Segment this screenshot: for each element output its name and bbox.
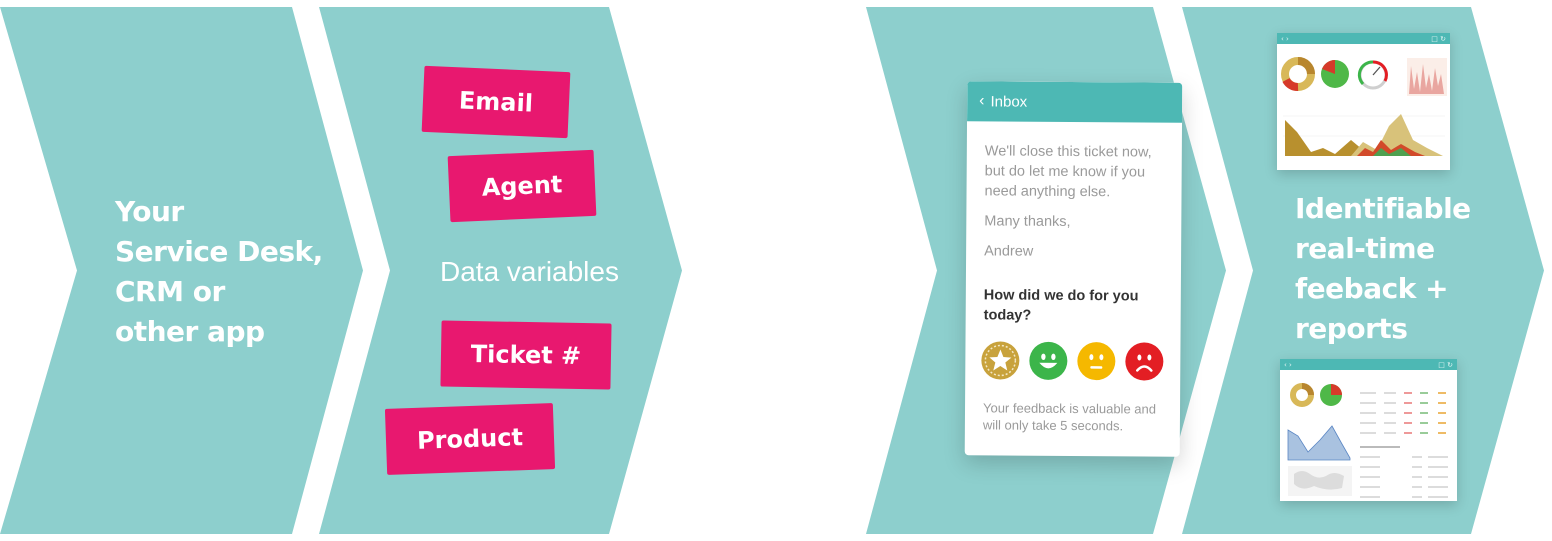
star-rating-icon[interactable] — [981, 341, 1020, 380]
step-4-line: reports — [1295, 312, 1408, 345]
rating-row — [981, 341, 1166, 381]
email-survey-card: ‹ Inbox We'll close this ticket now, but… — [964, 81, 1183, 457]
tag-product: Product — [384, 403, 556, 475]
dashboard-reports-graphic — [1287, 383, 1448, 498]
neutral-face-icon[interactable] — [1077, 342, 1116, 381]
inbox-header: ‹ Inbox — [967, 81, 1183, 123]
happy-face-icon[interactable] — [1029, 341, 1068, 380]
data-variables-label: Data variables — [440, 256, 619, 287]
step-1-line: Service Desk, — [115, 235, 323, 268]
back-chevron-icon[interactable]: ‹ — [979, 92, 985, 110]
email-signature: Andrew — [984, 243, 1034, 260]
dashboard-thumbnail-top: ‹ ›□ ↻ — [1277, 33, 1450, 170]
tag-ticket: Ticket # — [440, 320, 612, 390]
step-4-line: feeback + — [1295, 272, 1449, 305]
step-1-line: CRM or — [115, 275, 225, 308]
step-1-text: Your Service Desk, CRM or other app — [115, 192, 323, 352]
step-1-line: Your — [115, 195, 184, 228]
inbox-title: Inbox — [990, 92, 1028, 111]
step-4-line: Identifiable — [1295, 192, 1471, 225]
step-4-text: Identifiable real-time feeback + reports — [1295, 189, 1471, 349]
email-body: We'll close this ticket now, but do let … — [965, 121, 1182, 434]
dashboard-thumbnail-bottom: ‹ ›□ ↻ — [1280, 359, 1457, 501]
step-4-line: real-time — [1295, 232, 1435, 265]
tag-email: Email — [421, 65, 571, 139]
survey-question: How did we do for you today? — [983, 287, 1139, 324]
tag-agent: Agent — [447, 149, 597, 223]
dashboard-toolbar: ‹ ›□ ↻ — [1280, 359, 1457, 370]
dashboard-charts-graphic — [1281, 57, 1447, 156]
survey-footer: Your feedback is valuable and will only … — [982, 400, 1157, 434]
sad-face-icon[interactable] — [1125, 342, 1164, 381]
dashboard-toolbar: ‹ ›□ ↻ — [1277, 33, 1450, 44]
email-message: We'll close this ticket now, but do let … — [984, 143, 1152, 201]
email-signoff: Many thanks, — [984, 213, 1071, 230]
step-1-line: other app — [115, 315, 265, 348]
